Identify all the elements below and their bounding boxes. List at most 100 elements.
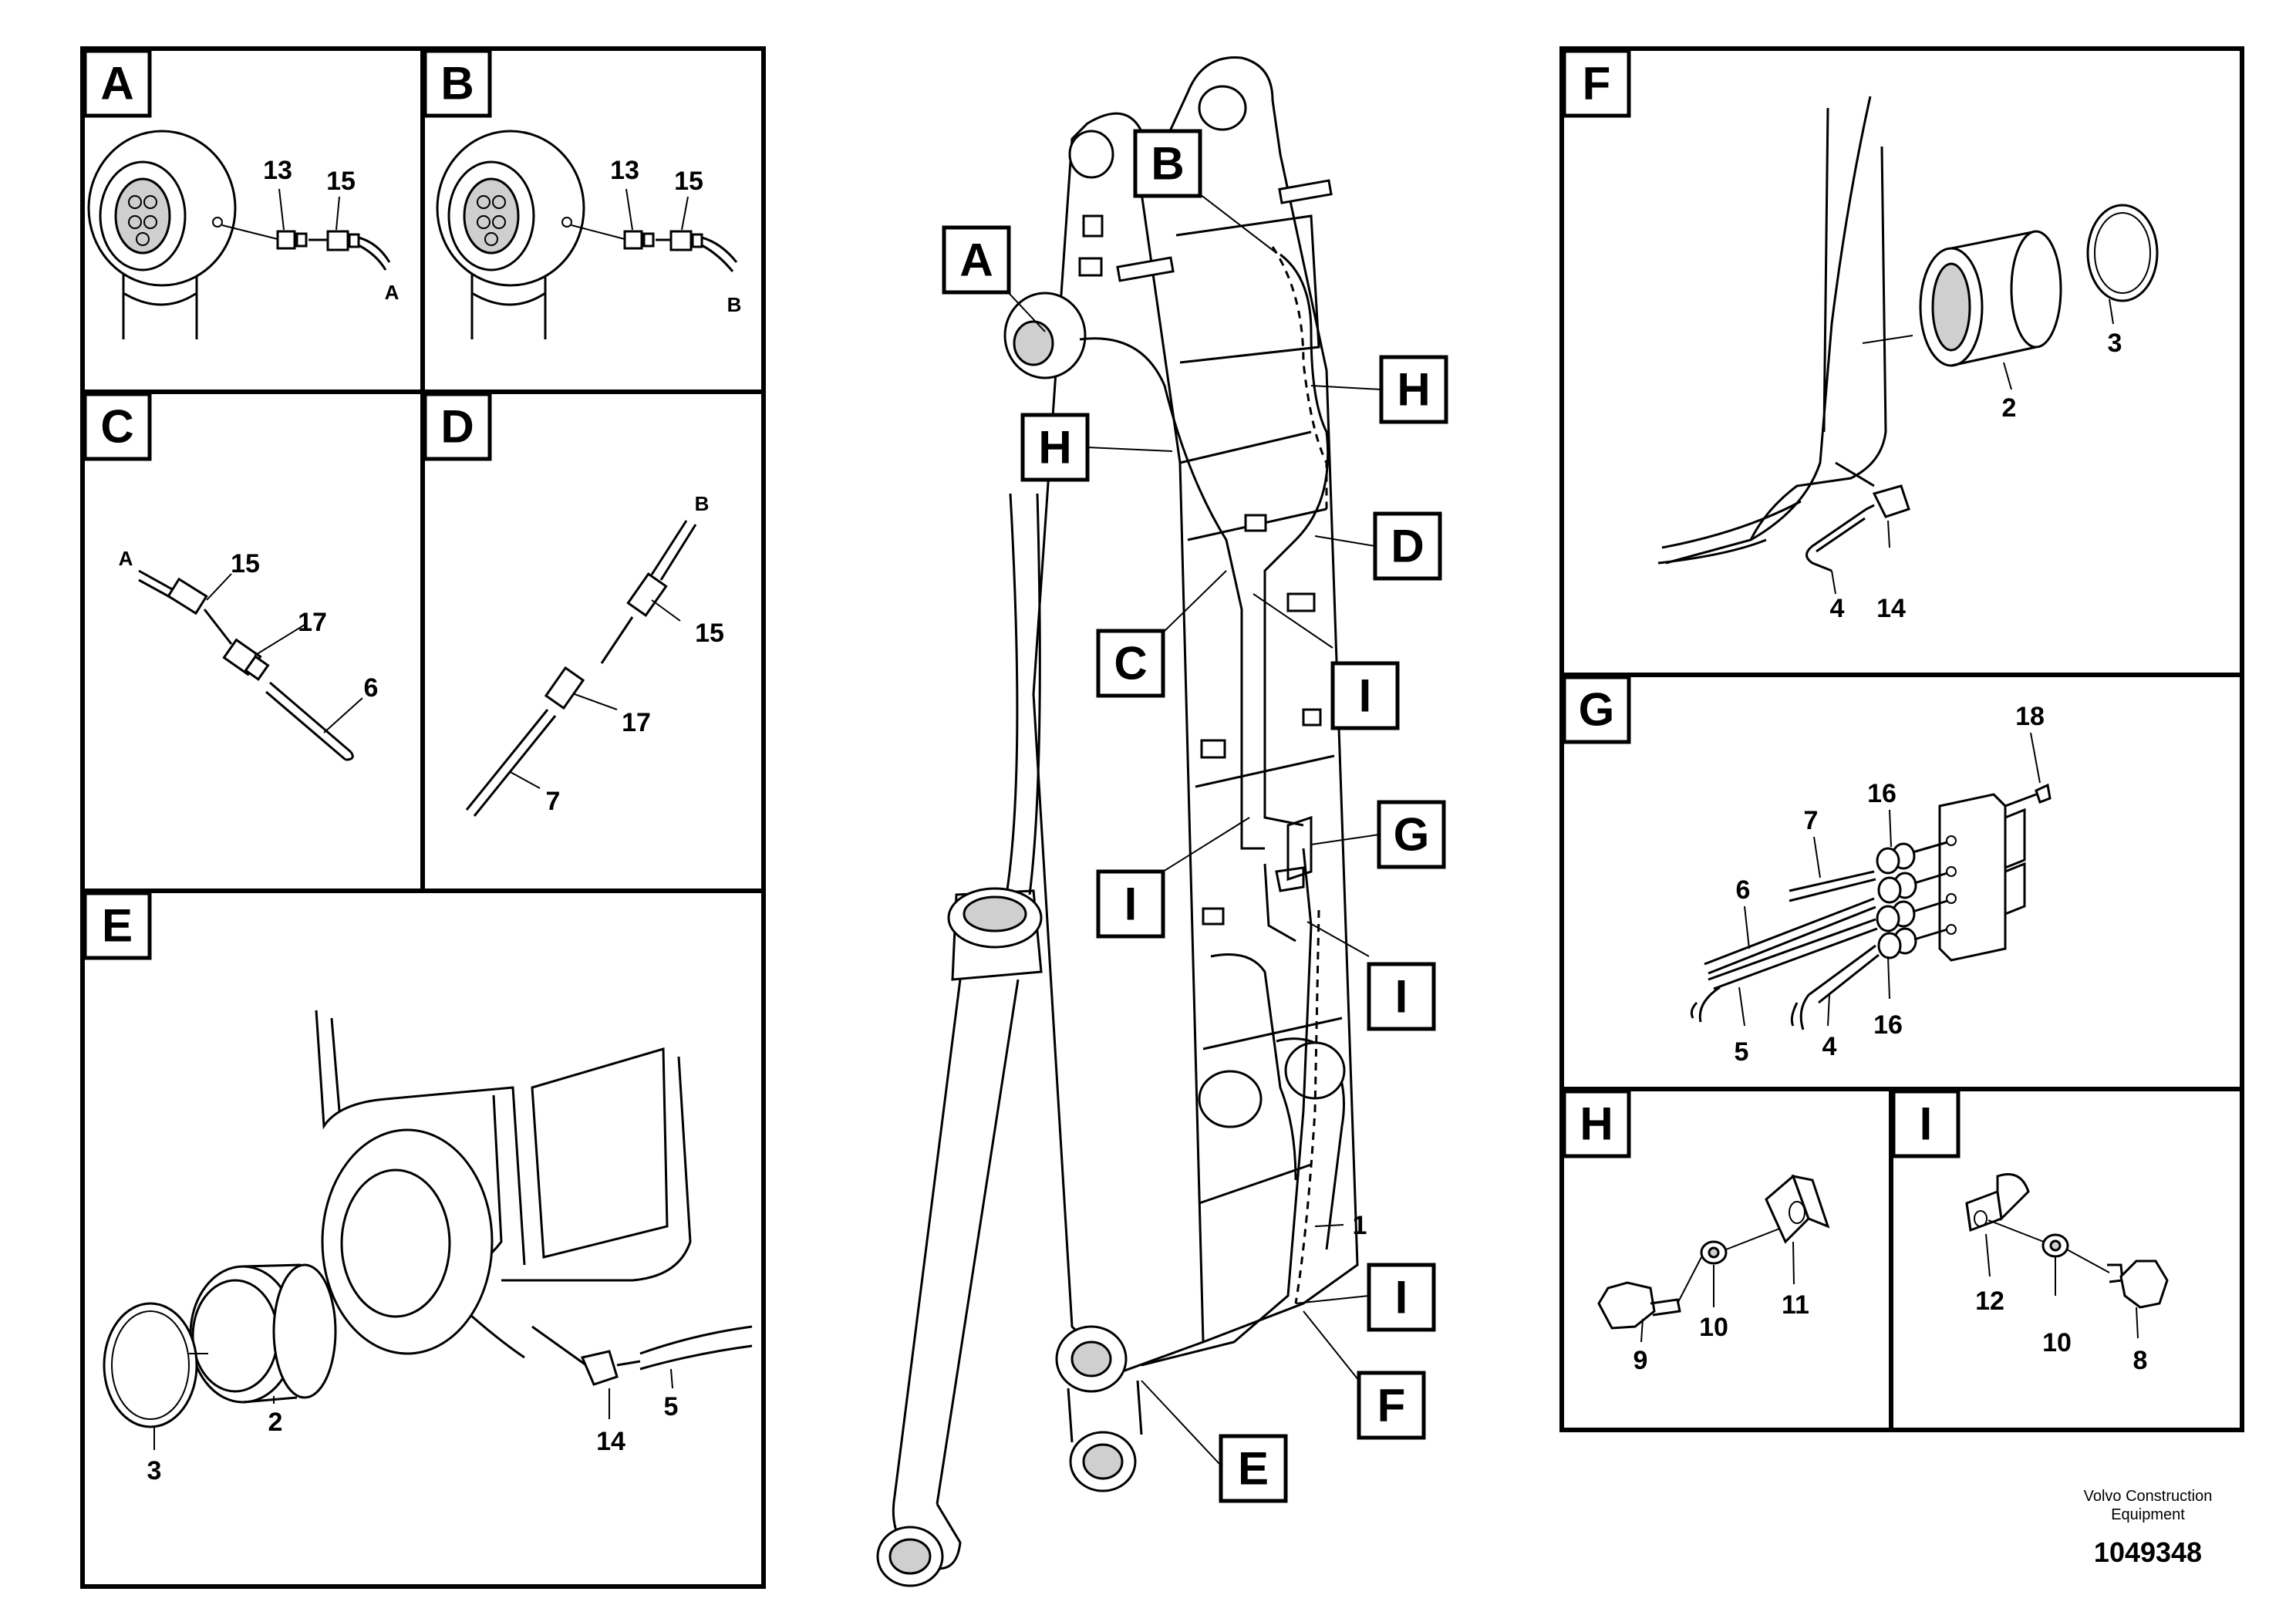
- panel-d-tag-box: [423, 392, 492, 461]
- panel-c-label-15: 15: [231, 549, 260, 578]
- panel-c-leader-15: [206, 573, 232, 601]
- panel-d-leader-7: [508, 771, 541, 789]
- callout-i1-label: I: [1359, 670, 1372, 722]
- panel-b-end-label: B: [727, 293, 742, 316]
- panel-i-tag-box: [1891, 1089, 1961, 1158]
- panel-d-end-label: B: [695, 492, 710, 515]
- callout-a: A: [942, 225, 1011, 295]
- callout-d-label: D: [1391, 521, 1424, 572]
- panel-a-tag-box: [83, 49, 152, 118]
- panel-c-end-label: A: [119, 547, 133, 570]
- panel-b-label-13: 13: [610, 156, 639, 185]
- panel-e-leader-5: [670, 1368, 673, 1389]
- panel-h-label-10: 10: [1699, 1313, 1728, 1342]
- panel-b-tag-box: [423, 49, 492, 118]
- panel-f-label-4: 4: [1830, 594, 1845, 623]
- callout-d: D: [1373, 511, 1442, 581]
- panel-g-leader-18: [2030, 732, 2041, 784]
- panel-g: G 18: [1562, 675, 2052, 1067]
- panel-f-label-2: 2: [2002, 393, 2017, 423]
- leader-callout-h2: [1310, 385, 1382, 390]
- panel-h-leader-9: [1640, 1318, 1644, 1343]
- panel-b: B 13 15 B: [423, 49, 742, 339]
- panel-d-label-17: 17: [622, 708, 651, 737]
- panel-e-label-2: 2: [268, 1408, 283, 1437]
- panel-a-end-label: A: [385, 281, 400, 304]
- panel-g-tag: G: [1579, 684, 1615, 736]
- panel-e-label-5: 5: [664, 1392, 679, 1421]
- leader-callout-h1: [1087, 447, 1173, 452]
- panel-c-label-6: 6: [364, 673, 379, 703]
- callout-i3: I: [1367, 962, 1436, 1031]
- right-panel-group: [1559, 46, 2244, 1432]
- leader-callout-c: [1162, 570, 1227, 633]
- panel-g-leader-5: [1738, 986, 1745, 1027]
- panel-g-label-18: 18: [2015, 702, 2045, 731]
- panel-b-leader-15: [681, 196, 689, 231]
- panel-e-tag: E: [102, 900, 133, 952]
- panel-g-leader-16b: [1887, 956, 1890, 1000]
- panel-g-label-6: 6: [1736, 875, 1751, 905]
- right-frame: [1559, 46, 2244, 1432]
- panel-h-tag-box: [1562, 1089, 1631, 1158]
- callout-a-label: A: [959, 234, 993, 286]
- callout-c-label: C: [1114, 638, 1147, 690]
- panel-i: I 12 10 8: [1891, 1089, 2169, 1375]
- callout-i4-label: I: [1395, 1272, 1408, 1324]
- callout-h1-label: H: [1038, 422, 1071, 474]
- panel-d-hose-connection: [465, 520, 697, 817]
- panel-f-leader-2: [2003, 362, 2012, 390]
- panel-i-label-12: 12: [1975, 1286, 2004, 1316]
- panel-d: D B 15 17 7: [423, 392, 724, 817]
- panel-g-leader-7: [1813, 836, 1821, 878]
- panel-g-label-4: 4: [1822, 1032, 1837, 1061]
- leader-callout-i1: [1253, 593, 1333, 649]
- left-panel-group: [80, 46, 766, 1589]
- panel-f: F 2 3 4 14: [1562, 49, 2159, 623]
- panel-c-label-17: 17: [298, 608, 327, 637]
- callout-i3-label: I: [1395, 971, 1408, 1023]
- panel-e-label-14: 14: [596, 1427, 625, 1456]
- panel-g-tag-box: [1562, 675, 1631, 744]
- leader-callout-i2: [1162, 817, 1250, 872]
- panel-i-tag: I: [1920, 1098, 1933, 1150]
- leader-callout-i4: [1295, 1295, 1370, 1304]
- leader-callout-f: [1303, 1310, 1360, 1381]
- panel-i-label-10: 10: [2042, 1328, 2072, 1357]
- panel-c-leader-17: [254, 624, 305, 656]
- panel-a-leader-13: [278, 188, 285, 231]
- panel-d-label-7: 7: [546, 787, 561, 816]
- callout-g: G: [1377, 800, 1446, 869]
- panel-a-tag: A: [100, 58, 133, 110]
- panel-i-label-8: 8: [2133, 1346, 2148, 1375]
- bucket-cylinder: [876, 493, 1043, 1587]
- callout-b-label: B: [1151, 138, 1184, 190]
- panel-c: C A 15 17 6: [83, 392, 379, 761]
- panel-e-label-3: 3: [147, 1456, 162, 1485]
- panel-b-cylinder-end: [436, 130, 738, 339]
- callout-f: F: [1357, 1371, 1426, 1440]
- panel-e: E 3 2 14 5: [83, 891, 753, 1485]
- panel-a-cylinder-end: [87, 130, 391, 339]
- panel-g-leader-4: [1827, 994, 1830, 1027]
- panel-h-tag: H: [1580, 1098, 1613, 1150]
- drawing-number: 1049348: [2094, 1536, 2202, 1568]
- panel-g-leader-6: [1744, 905, 1750, 949]
- panel-i-clamp-assembly: [1965, 1173, 2169, 1309]
- panel-b-leader-13: [625, 188, 633, 231]
- panel-e-boom-end: [103, 1010, 753, 1428]
- panel-f-leader-4: [1831, 570, 1836, 595]
- panel-f-tag-box: [1562, 49, 1631, 118]
- panel-f-boom-end: [1657, 96, 2159, 572]
- footer-company-line1: Volvo Construction: [2084, 1488, 2213, 1505]
- panel-d-leader-15: [651, 599, 681, 622]
- leader-callout-b: [1199, 194, 1277, 254]
- panel-f-label-14: 14: [1876, 594, 1906, 623]
- panel-d-label-15: 15: [695, 619, 724, 648]
- main-part-label-1: 1: [1353, 1211, 1367, 1240]
- panel-b-tag: B: [440, 58, 474, 110]
- footer: Volvo Construction Equipment 1049348: [2084, 1488, 2213, 1568]
- panel-f-leader-14: [1887, 520, 1890, 548]
- panel-f-tag: F: [1583, 58, 1611, 110]
